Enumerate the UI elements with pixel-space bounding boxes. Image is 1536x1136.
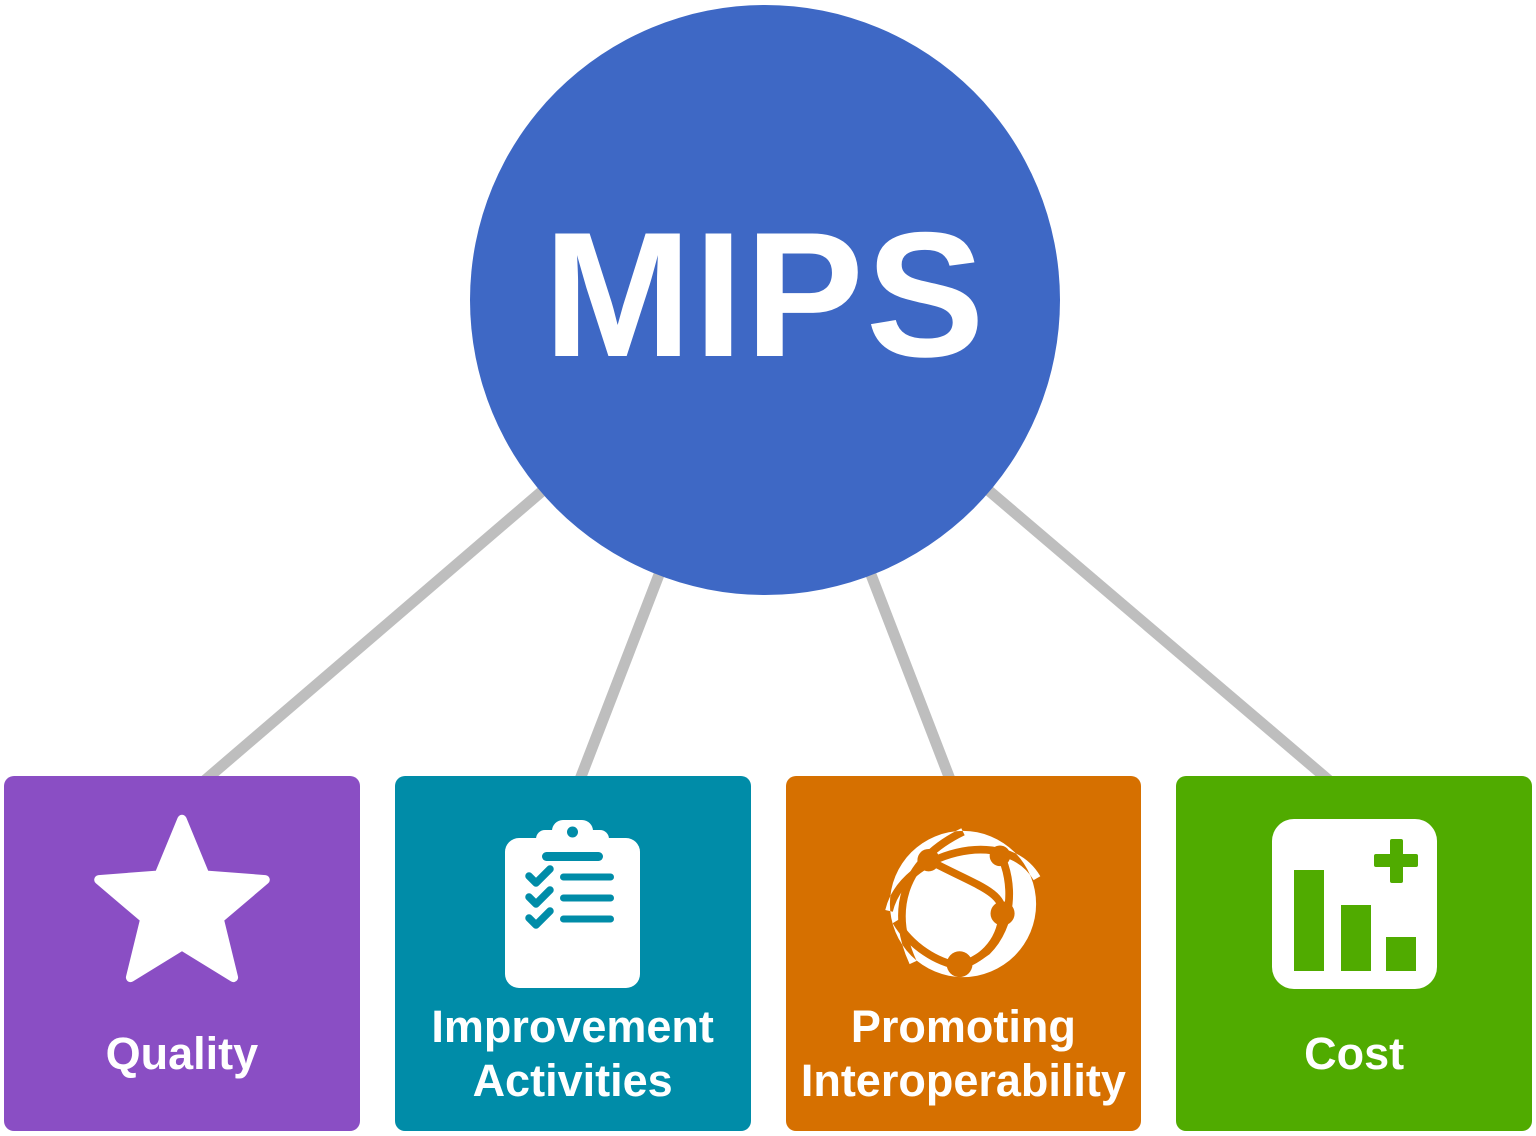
label-line: Improvement bbox=[431, 1001, 714, 1052]
label-line: Cost bbox=[1304, 1028, 1405, 1079]
category-label-promoting-interoperability: Promoting Interoperability bbox=[801, 993, 1126, 1131]
network-globe-icon bbox=[877, 815, 1049, 993]
mips-root-label: MIPS bbox=[543, 194, 987, 394]
label-line: Activities bbox=[472, 1055, 673, 1106]
category-label-quality: Quality bbox=[106, 993, 259, 1131]
bar-chart-plus-icon bbox=[1271, 815, 1437, 993]
category-card-quality: Quality bbox=[4, 776, 360, 1131]
category-label-improvement-activities: Improvement Activities bbox=[431, 993, 714, 1131]
star-icon bbox=[86, 814, 278, 993]
category-card-cost: Cost bbox=[1176, 776, 1532, 1131]
label-line: Quality bbox=[105, 1028, 259, 1079]
category-card-promoting-interoperability: Promoting Interoperability bbox=[785, 776, 1142, 1131]
category-card-improvement-activities: Improvement Activities bbox=[394, 776, 751, 1131]
label-line: Promoting bbox=[850, 1001, 1076, 1052]
category-cards: Quality I bbox=[0, 776, 1536, 1131]
mips-root-node: MIPS bbox=[470, 5, 1060, 595]
category-label-cost: Cost bbox=[1304, 993, 1404, 1131]
clipboard-checklist-icon bbox=[505, 815, 641, 993]
label-line: Interoperability bbox=[800, 1055, 1126, 1106]
